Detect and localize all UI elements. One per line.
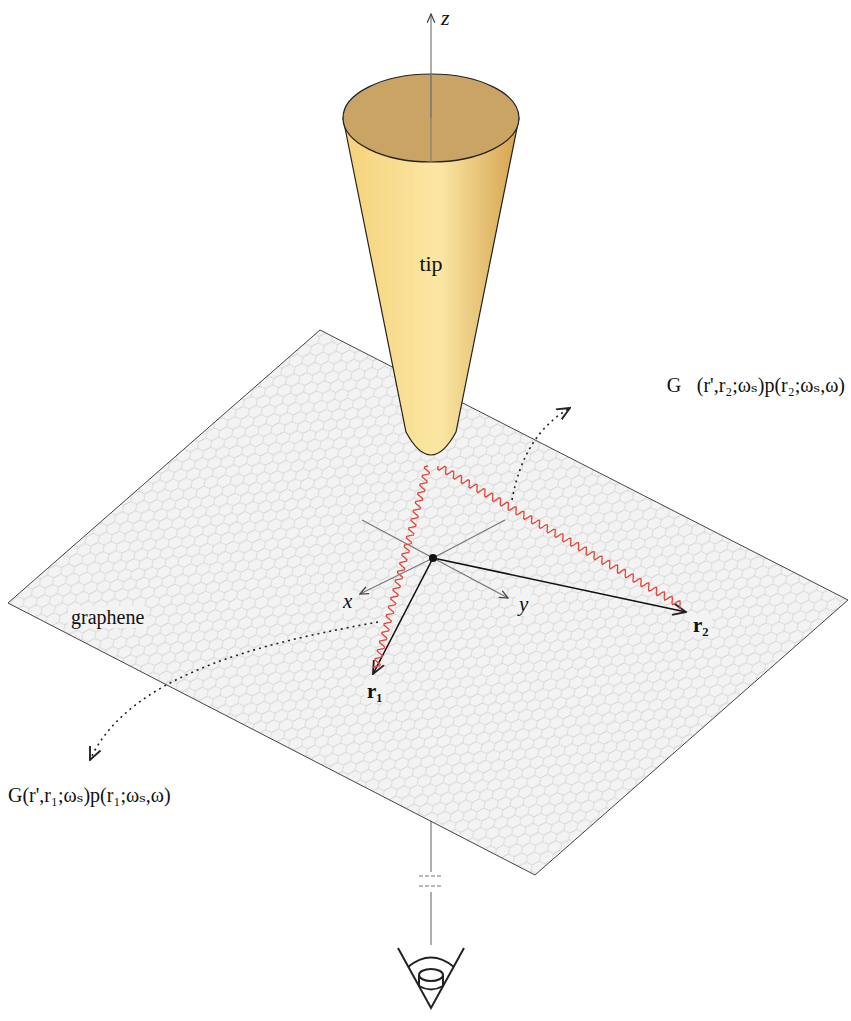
origin-dot	[429, 554, 437, 562]
axis-label: y	[516, 593, 531, 616]
photon-wave	[373, 466, 429, 667]
axis-label: x	[340, 590, 355, 613]
z-axis	[430, 892, 431, 945]
observer-eye	[398, 948, 464, 1008]
part-label: tip	[419, 252, 442, 276]
callout-arrow	[512, 408, 570, 500]
axis-line	[433, 520, 505, 558]
vector-label: r₂	[690, 614, 712, 637]
y-axis	[433, 558, 508, 598]
tip-cone	[343, 118, 519, 455]
formula-label: G(r',r₁;ωₛ)p(r₁;ωₛ,ω)	[8, 784, 171, 806]
axis-break	[419, 875, 443, 876]
z-axis	[430, 74, 431, 162]
axis-label: z	[441, 6, 450, 30]
axis-line	[362, 520, 433, 558]
tip-top	[343, 74, 519, 162]
axis-break	[419, 885, 443, 886]
callout-arrow	[90, 622, 378, 760]
part-label: graphene	[68, 606, 147, 628]
photon-wave	[438, 466, 680, 609]
formula-label: G⃡(r',r₂;ωₛ)p(r₂;ωₛ,ω)	[667, 374, 845, 396]
vector-label: r₁	[364, 680, 386, 703]
r2-vector	[433, 558, 686, 612]
